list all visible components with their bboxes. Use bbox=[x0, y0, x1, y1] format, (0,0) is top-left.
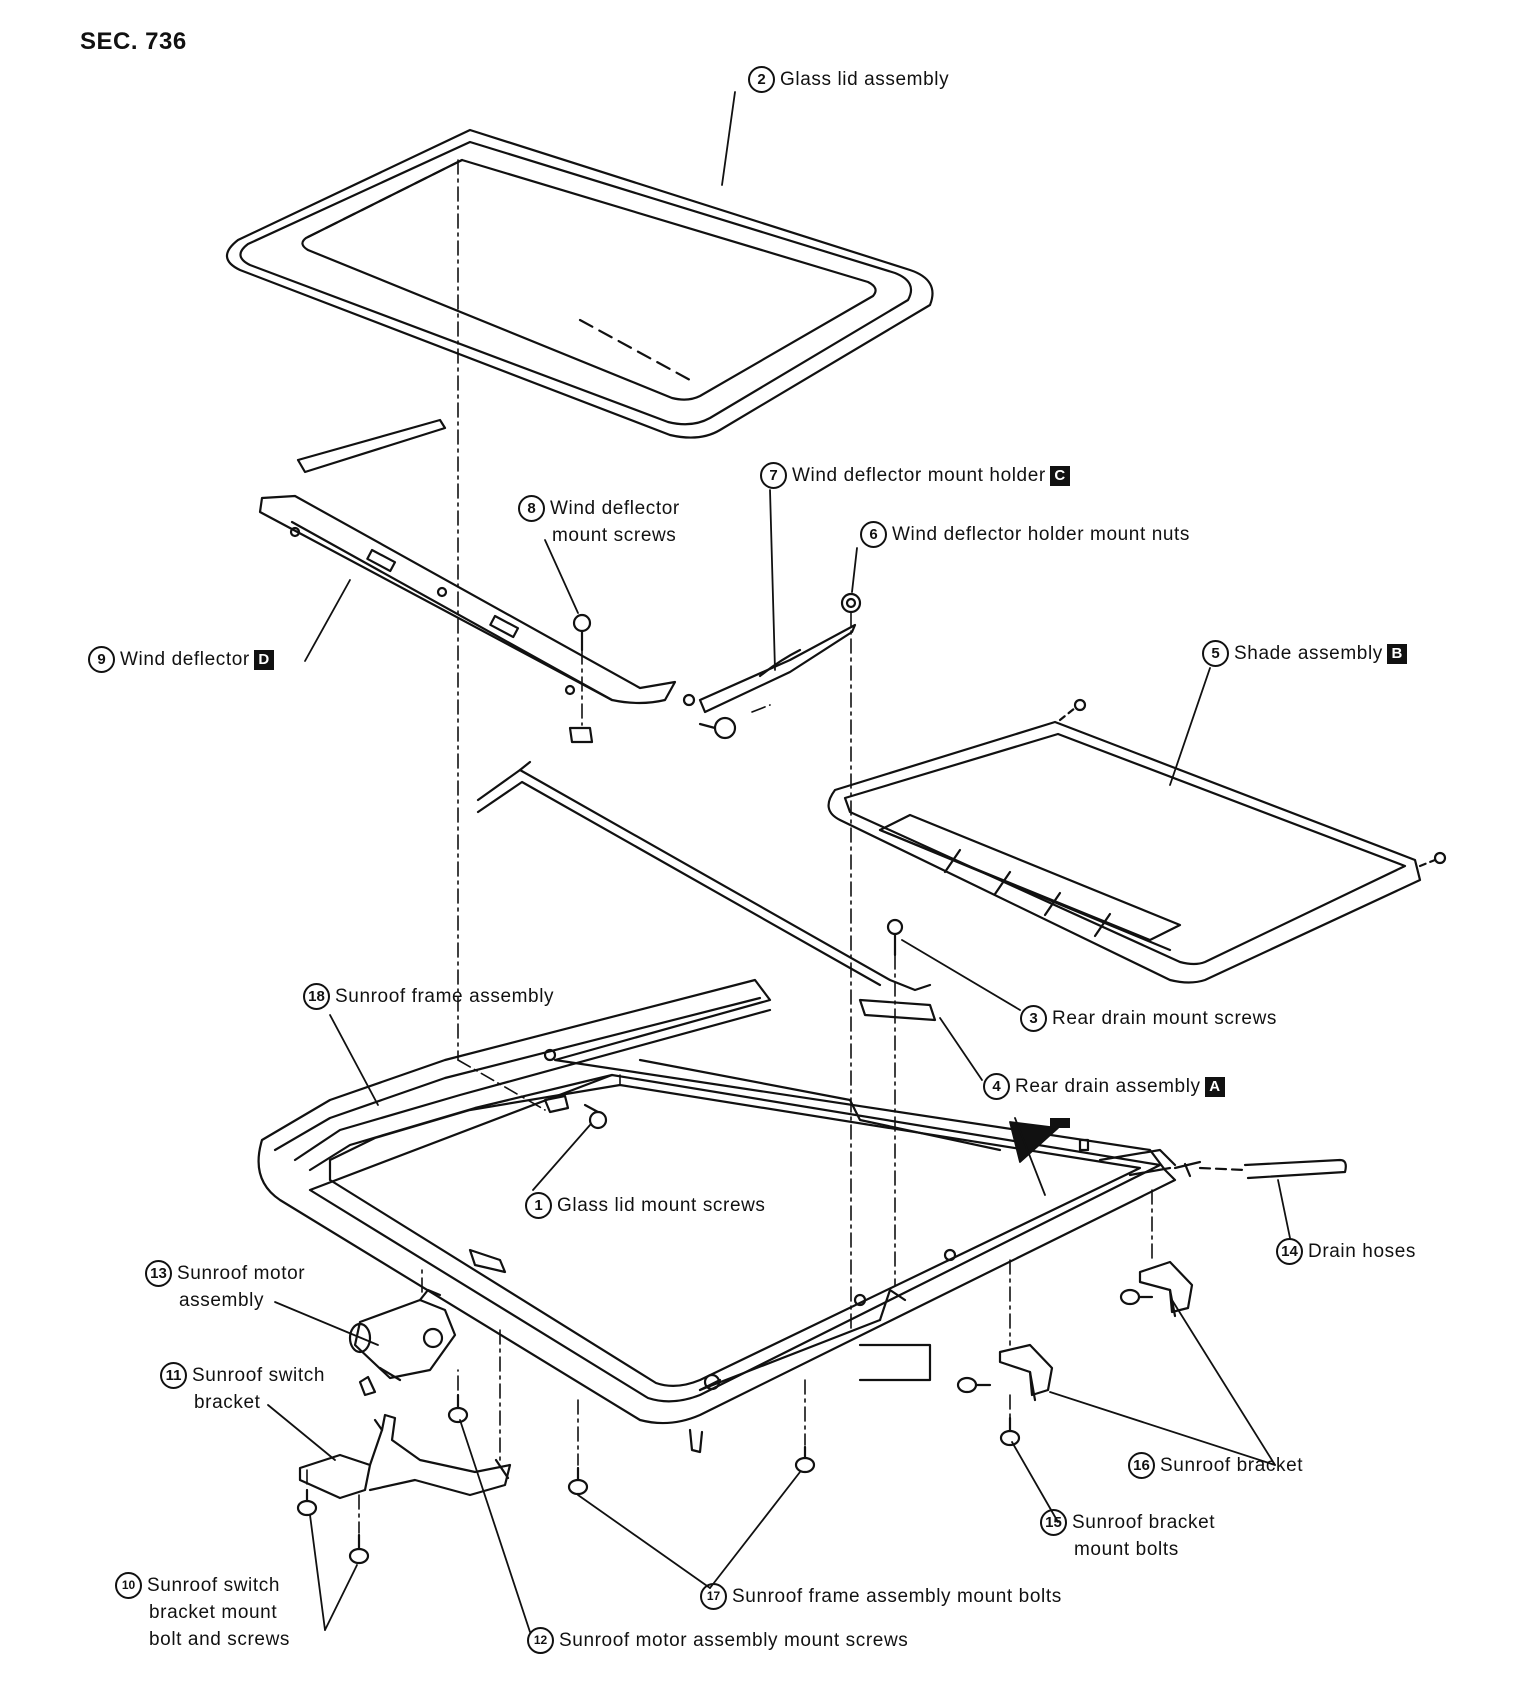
callout-text-line2: mount bolts bbox=[1074, 1539, 1179, 1561]
sunroof-frame-drawing bbox=[259, 980, 1200, 1452]
callout-number: 14 bbox=[1276, 1238, 1303, 1266]
callout-text-line2: mount screws bbox=[552, 525, 677, 547]
callout-number: 11 bbox=[160, 1362, 187, 1390]
wind-deflector-drawing bbox=[260, 420, 675, 703]
callout-text: Glass lid mount screws bbox=[557, 1195, 766, 1216]
callout-text: Wind deflector holder mount nuts bbox=[892, 524, 1191, 545]
callout-text: Glass lid assembly bbox=[780, 69, 950, 90]
switch-bracket-drawing bbox=[300, 1415, 510, 1498]
callout-text: Wind deflector mount holder bbox=[792, 465, 1046, 486]
drain-rail-drawing bbox=[478, 762, 935, 1020]
callout-text: Sunroof bracket bbox=[1160, 1455, 1304, 1476]
reference-box: A bbox=[1204, 1076, 1225, 1097]
callout-text: Wind deflector bbox=[120, 649, 250, 670]
section-number: SEC. 736 bbox=[80, 28, 187, 55]
callout-number: 2 bbox=[748, 66, 775, 94]
callout-text: Sunroof bracket bbox=[1072, 1512, 1216, 1533]
callout-text-line3: bolt and screws bbox=[149, 1629, 291, 1651]
callout-text: Sunroof motor assembly mount screws bbox=[559, 1630, 909, 1651]
callout-text: Sunroof switch bbox=[147, 1575, 281, 1596]
pointer-tag-icon bbox=[1050, 1118, 1070, 1128]
alignment-lines bbox=[307, 160, 1152, 1533]
drain-hose-drawing bbox=[1200, 1160, 1346, 1178]
callout-text-line2: bracket bbox=[194, 1392, 261, 1414]
callout-text: Sunroof frame assembly bbox=[335, 986, 555, 1007]
callout-text: Sunroof frame assembly mount bolts bbox=[732, 1586, 1062, 1607]
callout-number: 15 bbox=[1040, 1509, 1067, 1537]
callout-number: 18 bbox=[303, 983, 330, 1011]
callout-number: 16 bbox=[1128, 1452, 1155, 1480]
callout-number: 9 bbox=[88, 646, 115, 674]
mount-bolts-drawing bbox=[298, 1290, 1152, 1563]
reference-box: C bbox=[1049, 465, 1070, 486]
sunroof-motor-drawing bbox=[350, 1290, 455, 1395]
callout-number: 13 bbox=[145, 1260, 172, 1288]
callout-number: 12 bbox=[527, 1627, 554, 1655]
sunroof-bracket-drawing bbox=[1000, 1262, 1192, 1400]
callout-text: Wind deflector bbox=[550, 498, 680, 519]
callout-number: 4 bbox=[983, 1073, 1010, 1101]
shade-assembly-drawing bbox=[829, 700, 1445, 983]
callout-number: 5 bbox=[1202, 640, 1229, 668]
deflector-holder-drawing bbox=[684, 625, 855, 738]
glass-lid-drawing bbox=[227, 130, 933, 438]
callout-number: 3 bbox=[1020, 1005, 1047, 1033]
callout-text: Sunroof motor bbox=[177, 1263, 306, 1284]
callout-text: Rear drain mount screws bbox=[1052, 1008, 1277, 1029]
callout-number: 6 bbox=[860, 521, 887, 549]
callout-text: Drain hoses bbox=[1308, 1241, 1416, 1262]
callout-text-line2: assembly bbox=[179, 1290, 265, 1312]
reference-box: D bbox=[253, 649, 274, 670]
callout-number: 17 bbox=[700, 1583, 727, 1611]
reference-box: B bbox=[1386, 643, 1407, 664]
callout-number: 7 bbox=[760, 462, 787, 490]
leader-lines bbox=[268, 92, 1290, 1632]
callout-text: Rear drain assembly bbox=[1015, 1076, 1201, 1097]
callout-text: Shade assembly bbox=[1234, 643, 1383, 664]
callout-text-line2: bracket mount bbox=[149, 1602, 278, 1624]
callout-text: Sunroof switch bbox=[192, 1365, 326, 1386]
callout-number: 10 bbox=[115, 1572, 142, 1600]
callout-number: 8 bbox=[518, 495, 545, 523]
callout-number: 1 bbox=[525, 1192, 552, 1220]
